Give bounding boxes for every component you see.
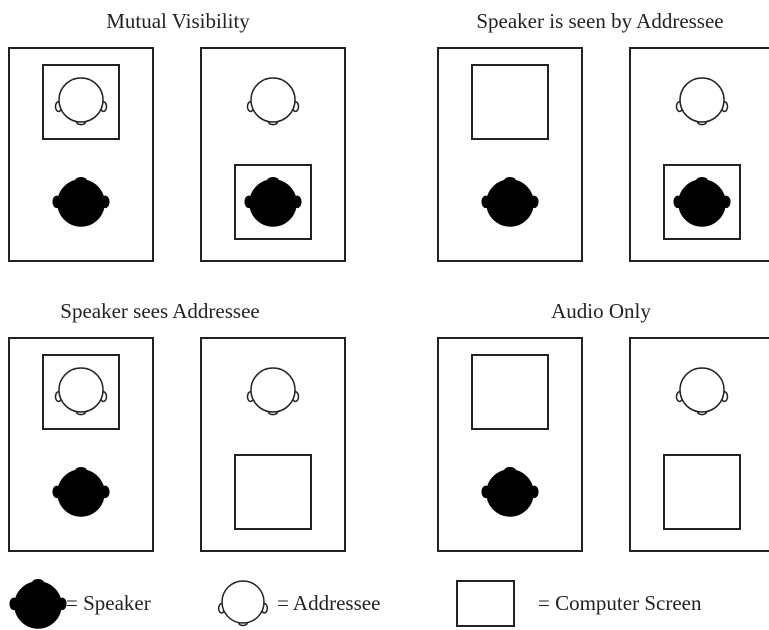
condition-title-audio-only: Audio Only [551, 299, 651, 323]
panel-frame [437, 337, 583, 552]
condition-title-speaker-is-seen: Speaker is seen by Addressee [476, 9, 723, 33]
computer-screen-icon [663, 454, 741, 530]
condition-panels [8, 47, 769, 552]
condition-title-mutual-visibility: Mutual Visibility [106, 9, 250, 33]
panel-frame [437, 47, 583, 262]
speaker-head-icon [52, 176, 110, 227]
addressee-head-icon [217, 580, 269, 627]
panel-frame [629, 337, 769, 552]
computer-screen-icon [42, 64, 120, 140]
speaker-head-icon [481, 466, 539, 517]
computer-screen-icon [663, 164, 741, 240]
participant-panel [437, 47, 583, 262]
legend-screen-label: = Computer Screen [538, 591, 702, 615]
legend-speaker-label: = Speaker [66, 591, 151, 615]
participant-panel [629, 337, 769, 552]
addressee-head-icon [246, 77, 300, 126]
legend: = Speaker = Addressee = Computer Screen [9, 578, 702, 629]
addressee-head-icon [675, 367, 729, 416]
panel-frame [8, 47, 154, 262]
condition-mutual-visibility [8, 47, 346, 262]
addressee-head-icon [54, 367, 108, 416]
speaker-head-icon [9, 578, 67, 629]
speaker-head-icon [244, 176, 302, 227]
computer-screen-icon [234, 454, 312, 530]
panel-frame [200, 337, 346, 552]
speaker-head-icon [673, 176, 731, 227]
condition-speaker-sees-addressee [8, 337, 346, 552]
participant-panel [8, 47, 154, 262]
condition-audio-only [437, 337, 769, 552]
computer-screen-icon [471, 354, 549, 430]
computer-screen-icon [42, 354, 120, 430]
addressee-head-icon [246, 367, 300, 416]
computer-screen-icon [471, 64, 549, 140]
participant-panel [629, 47, 769, 262]
participant-panel [8, 337, 154, 552]
computer-screen-icon [234, 164, 312, 240]
legend-addressee-label: = Addressee [277, 591, 380, 615]
panel-frame [8, 337, 154, 552]
panel-frame [200, 47, 346, 262]
speaker-head-icon [481, 176, 539, 227]
speaker-head-icon [9, 578, 67, 629]
panel-frame [629, 47, 769, 262]
participant-panel [200, 337, 346, 552]
condition-title-speaker-sees: Speaker sees Addressee [60, 299, 259, 323]
condition-speaker-is-seen-by-addressee [437, 47, 769, 262]
addressee-head-icon [54, 77, 108, 126]
computer-screen-icon [456, 580, 515, 627]
speaker-head-icon [52, 466, 110, 517]
participant-panel [200, 47, 346, 262]
addressee-head-icon [217, 580, 269, 627]
participant-panel [437, 337, 583, 552]
addressee-head-icon [675, 77, 729, 126]
